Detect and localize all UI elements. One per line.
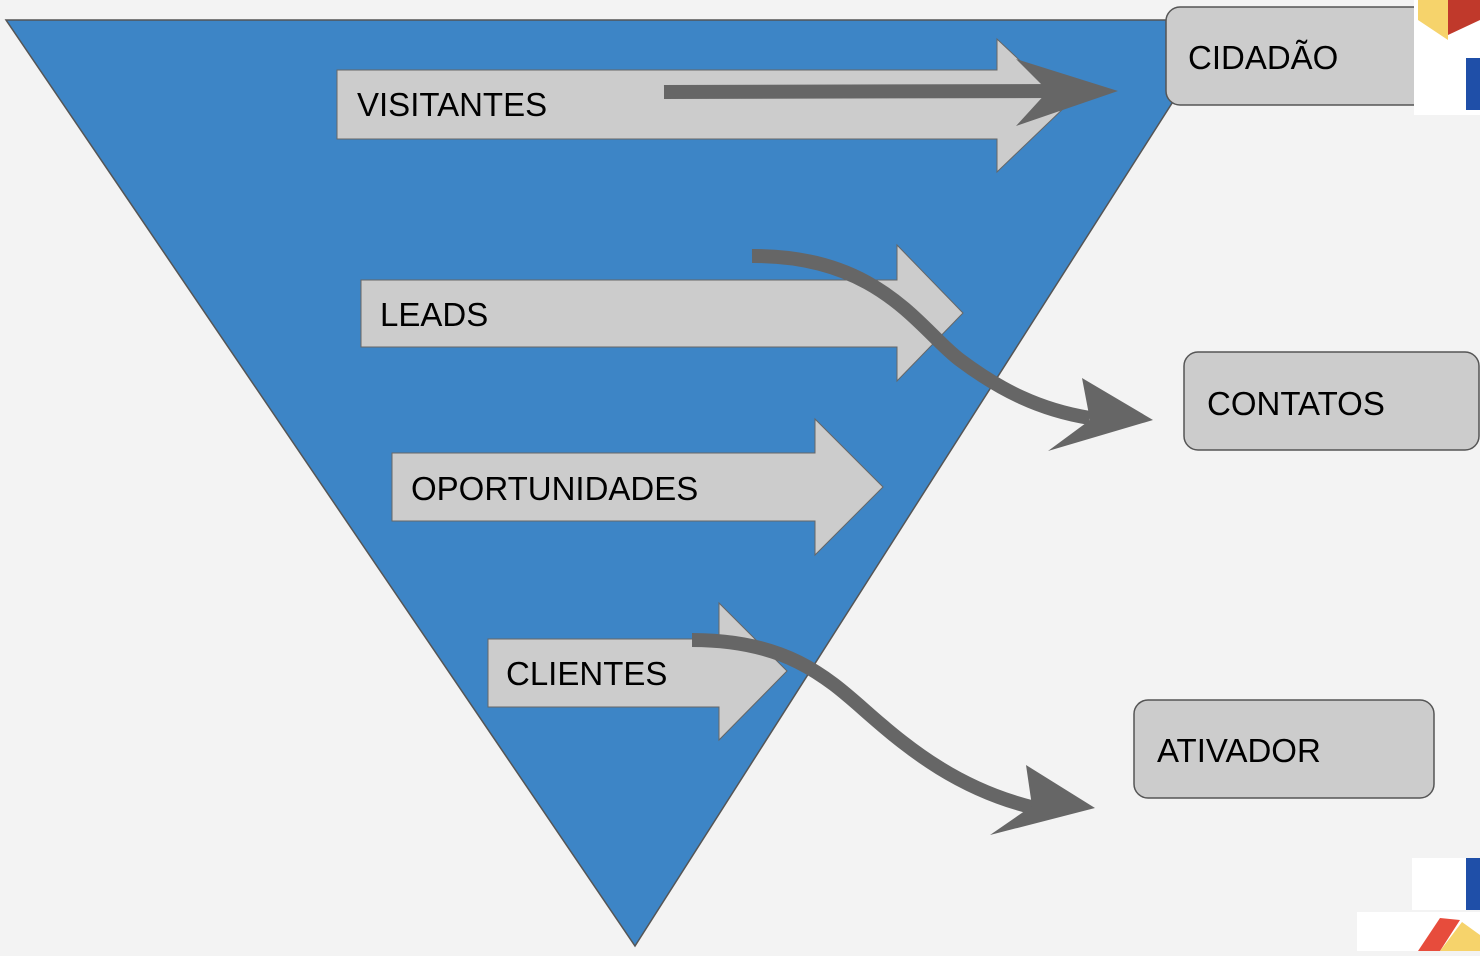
connector-shaft	[751, 248, 1092, 425]
stage-label: OPORTUNIDADES	[411, 470, 698, 507]
connector-shaft	[663, 84, 1061, 99]
edge-fragment-red	[1418, 918, 1460, 951]
connector-shaft	[691, 633, 1037, 815]
target-label: CONTATOS	[1207, 385, 1385, 422]
stage-arrow-leads: LEADS	[360, 243, 964, 383]
stage-label: CLIENTES	[506, 655, 667, 692]
stage-label: LEADS	[380, 296, 488, 333]
target-box-shape	[1133, 699, 1435, 799]
edge-fragment-yellow	[1418, 0, 1448, 40]
connector-arrow-leads-contatos	[751, 248, 1153, 451]
connector-head	[1048, 378, 1153, 451]
target-box-shape	[1183, 351, 1480, 451]
stage-arrow-clientes: CLIENTES	[487, 601, 788, 742]
connector-arrow-visitantes-cidadao	[663, 59, 1118, 126]
target-label: ATIVADOR	[1157, 732, 1321, 769]
target-box-ativador: ATIVADOR	[1133, 699, 1435, 799]
edge-image-fragment-bottom	[1357, 858, 1480, 951]
edge-fragment-blue	[1466, 58, 1480, 110]
stage-label: VISITANTES	[357, 86, 547, 123]
stage-arrow-shape	[391, 417, 884, 557]
connector-head	[1016, 59, 1118, 126]
stage-arrow-visitantes: VISITANTES	[336, 37, 1068, 174]
target-box-cidadao: CIDADÃO	[1165, 6, 1465, 106]
target-label: CIDADÃO	[1188, 39, 1338, 76]
stage-arrow-shape	[487, 601, 788, 742]
edge-image-fragment-top	[1414, 0, 1480, 115]
edge-fragment-yellow	[1440, 922, 1480, 951]
stage-arrow-shape	[336, 37, 1068, 174]
connector-head	[990, 765, 1095, 835]
edge-fragment-red	[1448, 0, 1480, 35]
stage-arrow-shape	[360, 243, 964, 383]
stage-arrow-oportunidades: OPORTUNIDADES	[391, 417, 884, 557]
target-box-contatos: CONTATOS	[1183, 351, 1480, 451]
connector-arrow-clientes-ativador	[691, 633, 1095, 835]
edge-fragment-blue	[1466, 858, 1480, 910]
